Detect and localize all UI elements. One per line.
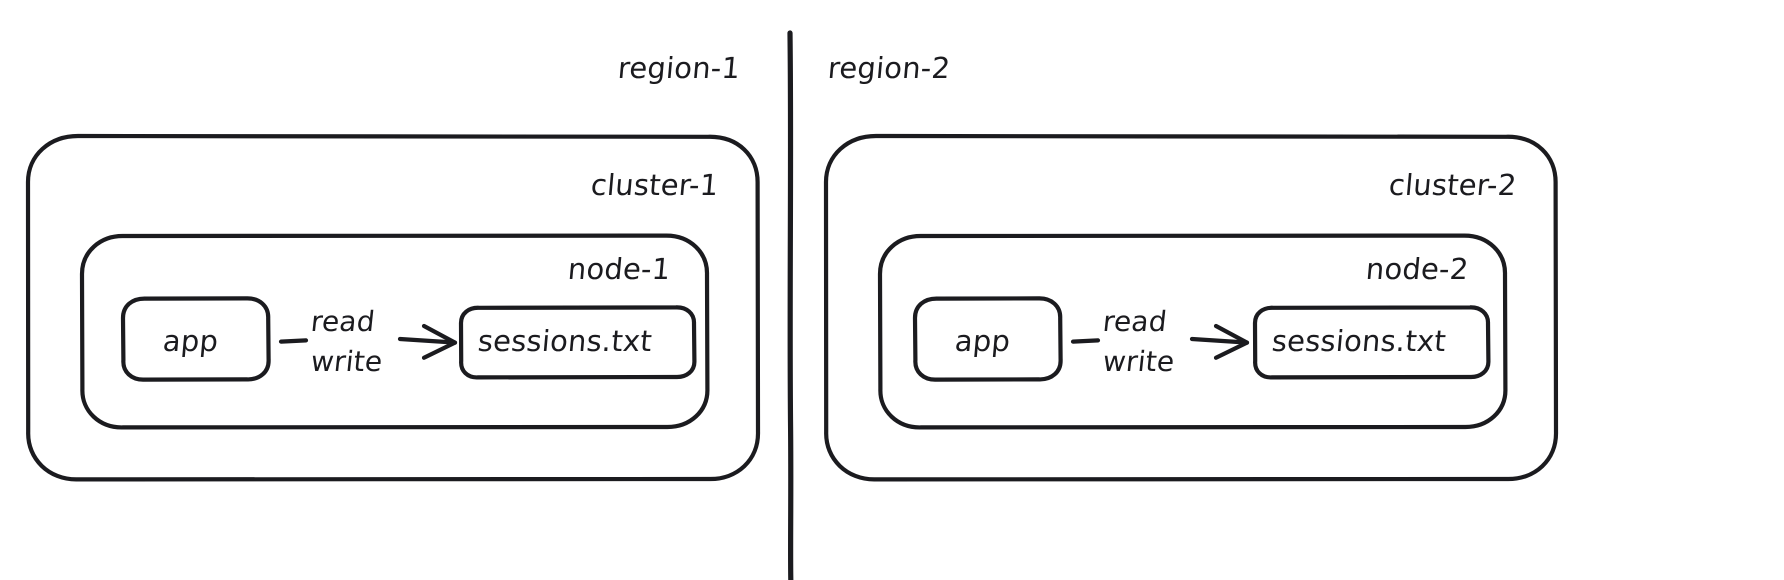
app-box-region-2[interactable] (912, 296, 1063, 382)
connector-dash-region-2 (1070, 338, 1101, 344)
node-1-label: node-1 (566, 252, 672, 286)
edge-label-write-region-1: write (309, 345, 385, 378)
cluster-2-box (823, 133, 1559, 482)
region-2-label: region-2 (826, 51, 952, 85)
read-write-arrow-region-2 (1189, 323, 1250, 360)
read-write-arrow-region-1 (397, 323, 458, 360)
sessions-file-box-region-1[interactable] (458, 305, 697, 380)
edge-label-write-region-2: write (1101, 345, 1177, 378)
node-2-box (877, 233, 1508, 430)
node-2-label: node-2 (1364, 252, 1470, 286)
app-box-region-1[interactable] (120, 296, 271, 382)
app-label-region-1: app (161, 324, 220, 358)
edge-label-read-region-2: read (1101, 305, 1169, 338)
connector-dash-region-1 (278, 338, 309, 344)
cluster-2-label: cluster-2 (1387, 168, 1518, 202)
node-1-box (79, 233, 710, 430)
cluster-1-label: cluster-1 (589, 168, 720, 202)
app-label-region-2: app (953, 324, 1012, 358)
cluster-1-box (25, 133, 761, 482)
region-divider (787, 30, 794, 580)
sessions-file-label-region-1: sessions.txt (476, 324, 654, 358)
edge-label-read-region-1: read (309, 305, 377, 338)
sessions-file-box-region-2[interactable] (1252, 305, 1491, 380)
region-1-label: region-1 (616, 51, 742, 85)
sessions-file-label-region-2: sessions.txt (1270, 324, 1448, 358)
